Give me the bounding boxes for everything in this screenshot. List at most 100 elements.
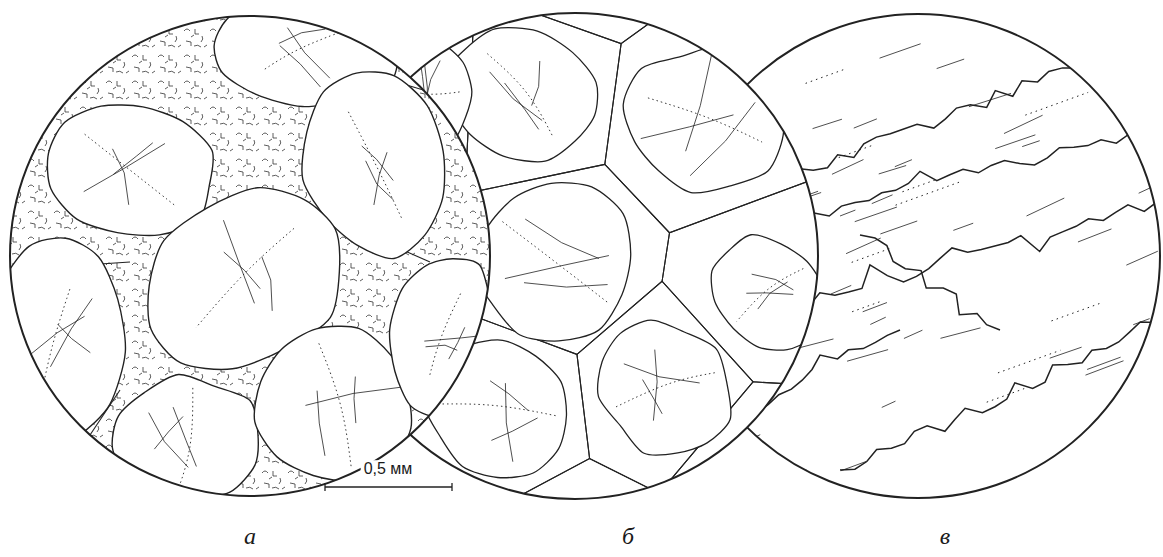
quartz-grain [0,238,125,450]
striation [720,37,758,51]
sutured-boundary [760,60,1090,190]
cleavage-line [279,29,325,43]
inclusion-trail [348,112,401,218]
inclusion-trail [85,134,176,206]
cleavage-line [224,252,260,289]
striation [969,93,1011,106]
inclusion-trail [987,389,1024,403]
striation [1078,229,1111,242]
cleavage-line [490,381,528,411]
cleavage-line [305,386,408,405]
cleavage-line [449,327,465,359]
inclusion-trail [429,294,460,377]
inclusion-trail [1071,447,1107,460]
quartz-grain [112,374,258,500]
quartz-grain [254,326,411,481]
cleavage-line [505,83,539,129]
cleavage-line [758,282,788,309]
striation [1080,462,1107,471]
striation [882,401,896,407]
scale-bar [325,483,452,491]
cleavage-line [686,55,712,151]
cleavage-line [317,391,325,456]
inclusion-trail [319,343,351,466]
quartz-grain [47,105,213,236]
cleavage-line [524,283,608,287]
striation [1022,141,1040,147]
striation [1145,414,1163,426]
striation [832,160,863,175]
striation [841,461,867,470]
striation [855,207,897,222]
striation [872,195,893,204]
striation [1004,115,1043,133]
inclusion-trail [648,98,762,142]
cleavage-line [532,61,540,106]
scale-tick [324,483,325,491]
scale-label: 0,5 мм [361,460,416,478]
panel-letter: а [244,523,256,549]
inclusion-trail [502,222,607,303]
cleavage-line [354,377,356,424]
cleavage-line [50,299,92,367]
quartz-grain [598,320,731,455]
inclusion-trail [806,69,846,83]
striation [1133,319,1149,325]
view-outline [10,16,490,496]
inclusion-trail [902,179,938,192]
grain-boundary [605,0,829,233]
cleavage-line [366,161,394,200]
striation [940,328,980,338]
striation [783,470,806,476]
cleavage-line [624,364,700,383]
striation [880,44,921,58]
inclusion-trail [443,404,558,416]
cleavage-line [690,102,755,175]
striation [854,119,877,128]
quartz-grain [472,183,630,341]
inclusion-trail [896,182,961,205]
cleavage-line [280,46,321,87]
cleavage-line [374,152,387,205]
striation [1085,361,1123,375]
inclusion-trail [263,30,347,71]
inclusion-trail [196,228,294,327]
cleavage-line [112,149,128,205]
striation [1087,357,1120,369]
inclusion-trail [177,388,193,492]
inclusion-trail [615,373,715,408]
striation [1120,481,1135,486]
striation [831,285,851,294]
cleavage-line [113,143,152,175]
cleavage-line [362,146,393,181]
striation [846,238,881,254]
striation [847,350,888,362]
sutured-boundary [840,320,1163,470]
inclusion-trail [737,269,804,322]
striation [880,221,917,234]
cleavage-line [58,324,91,353]
cleavage-line [149,413,189,468]
quartz-grain [711,235,824,350]
striation [840,210,855,216]
quartz-grain [390,259,498,417]
cleavage-line [287,28,329,79]
cleavage-line [424,334,492,341]
cleavage-line [525,219,599,258]
inclusion-trail [998,350,1060,373]
quartz-grain [623,46,784,193]
view-content [0,0,500,501]
cleavage-line [491,418,537,440]
striation [1131,390,1163,401]
striation [863,303,887,312]
cemented-sandstone-view [0,0,500,501]
cleavage-line [643,380,663,414]
cleavage-line [505,256,609,279]
striation [813,119,842,128]
inclusion-trail [852,301,882,312]
striation [995,135,1035,149]
striation [870,317,885,324]
panel-letter: в [940,523,950,549]
inclusion-trail [1051,304,1099,321]
